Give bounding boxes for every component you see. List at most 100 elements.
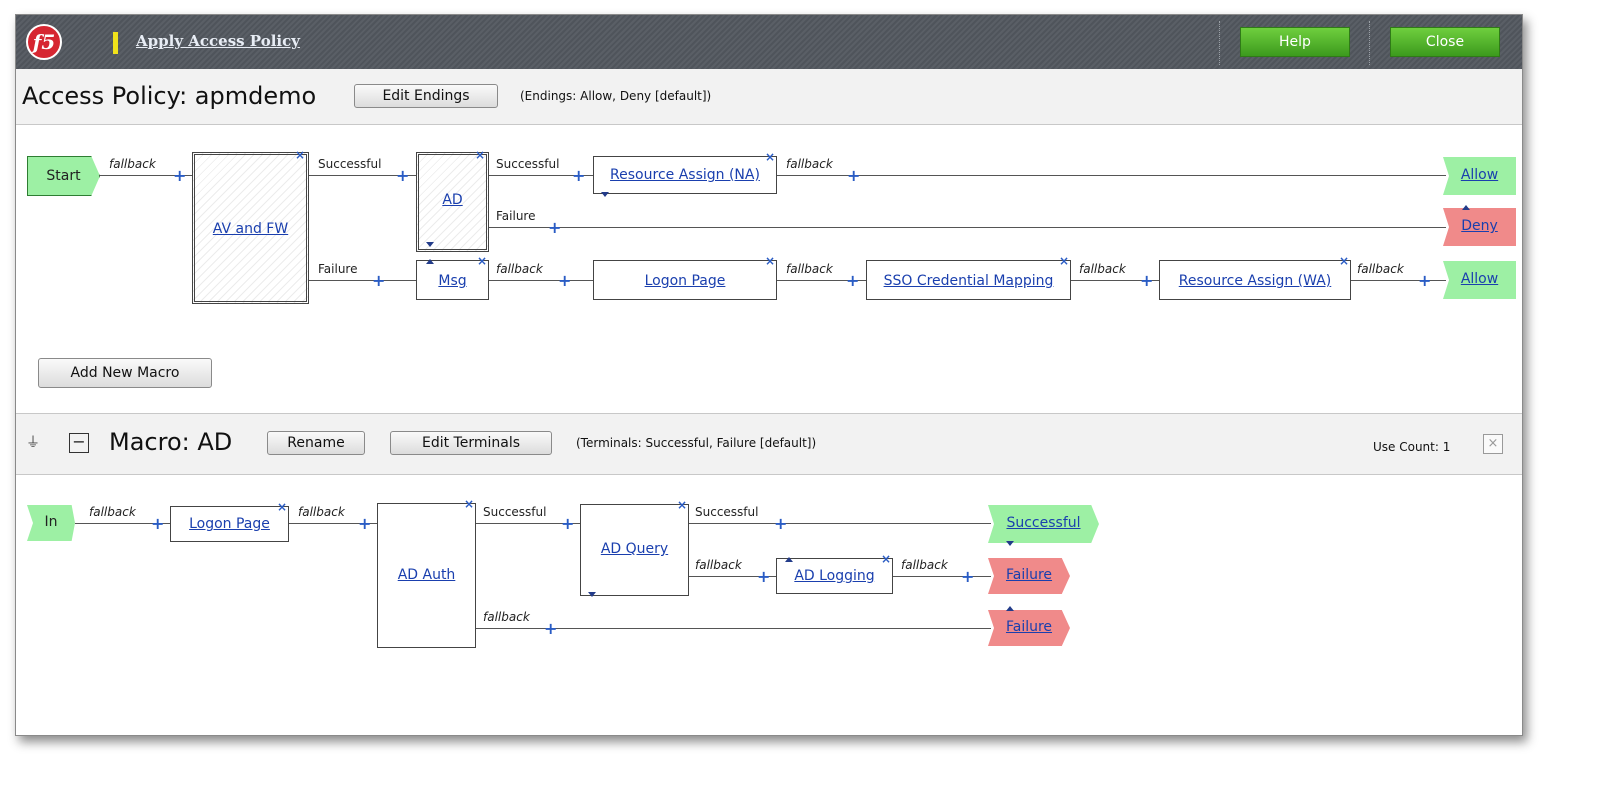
delete-macro-x-icon[interactable]: × xyxy=(1483,434,1503,454)
failure-terminal[interactable]: Failure xyxy=(988,558,1070,594)
connector xyxy=(309,175,416,176)
sso-credential-mapping-link[interactable]: SSO Credential Mapping xyxy=(883,273,1054,289)
divider xyxy=(1369,21,1370,65)
ad-query-item[interactable]: AD Query × xyxy=(580,499,689,597)
ad-logging-link[interactable]: AD Logging xyxy=(794,568,875,584)
connector xyxy=(893,576,991,577)
terminals-note: (Terminals: Successful, Failure [default… xyxy=(576,436,817,450)
resource-assign-wa-item[interactable]: Resource Assign (WA) × xyxy=(1159,255,1351,300)
add-item-plus-icon[interactable]: + xyxy=(757,567,771,586)
av-and-fw-link[interactable]: AV and FW xyxy=(212,221,289,237)
add-item-plus-icon[interactable]: + xyxy=(1418,271,1432,290)
allow-ending-link[interactable]: Allow xyxy=(1460,167,1499,183)
connector xyxy=(777,280,866,281)
collapse-triangle-icon[interactable] xyxy=(785,557,793,562)
macro-properties-icon[interactable]: ⏚ xyxy=(26,435,40,451)
ad-query-link[interactable]: AD Query xyxy=(600,541,669,557)
successful-terminal[interactable]: Successful xyxy=(988,505,1099,543)
msg-link[interactable]: Msg xyxy=(438,273,467,289)
add-new-macro-button[interactable]: Add New Macro xyxy=(38,358,212,388)
ad-macro-item[interactable]: AD × xyxy=(416,148,489,252)
connector xyxy=(689,523,991,524)
delete-x-icon[interactable]: × xyxy=(276,500,287,514)
title-bar: f5 Apply Access Policy Help Close xyxy=(16,15,1522,69)
resource-assign-na-link[interactable]: Resource Assign (NA) xyxy=(610,167,760,183)
macro-logon-page-item[interactable]: Logon Page × xyxy=(170,501,289,542)
add-item-plus-icon[interactable]: + xyxy=(558,271,572,290)
add-item-plus-icon[interactable]: + xyxy=(961,567,975,586)
add-item-plus-icon[interactable]: + xyxy=(548,218,562,237)
rename-button[interactable]: Rename xyxy=(267,431,365,455)
branch-label: Successful xyxy=(318,157,382,171)
policy-header: Access Policy: apmdemo Edit Endings (End… xyxy=(16,69,1522,125)
collapse-triangle-icon[interactable] xyxy=(426,259,434,264)
delete-x-icon[interactable]: × xyxy=(880,552,891,566)
add-item-plus-icon[interactable]: + xyxy=(846,271,860,290)
connector xyxy=(689,576,776,577)
resource-assign-wa-link[interactable]: Resource Assign (WA) xyxy=(1178,273,1332,289)
close-button[interactable]: Close xyxy=(1390,27,1500,57)
expand-triangle-icon[interactable] xyxy=(588,592,596,597)
branch-label: fallback xyxy=(298,505,345,519)
connector xyxy=(289,523,377,524)
allow-ending[interactable]: Allow xyxy=(1443,261,1516,299)
branch-label: fallback xyxy=(901,558,948,572)
add-item-plus-icon[interactable]: + xyxy=(372,271,386,290)
edit-terminals-button[interactable]: Edit Terminals xyxy=(390,431,552,455)
branch-label: fallback xyxy=(483,610,530,624)
add-item-plus-icon[interactable]: + xyxy=(151,514,165,533)
branch-label: fallback xyxy=(786,157,833,171)
edit-endings-button[interactable]: Edit Endings xyxy=(354,84,498,108)
deny-ending[interactable]: Deny xyxy=(1443,208,1516,246)
failure-terminal[interactable]: Failure xyxy=(988,610,1070,646)
add-item-plus-icon[interactable]: + xyxy=(774,514,788,533)
delete-x-icon[interactable]: × xyxy=(476,254,487,268)
ad-auth-link[interactable]: AD Auth xyxy=(397,567,456,583)
ad-macro-link[interactable]: AD xyxy=(442,192,463,208)
delete-x-icon[interactable]: × xyxy=(764,150,775,164)
add-item-plus-icon[interactable]: + xyxy=(561,514,575,533)
logon-page-item[interactable]: Logon Page × xyxy=(593,255,777,300)
ad-auth-item[interactable]: AD Auth × xyxy=(377,498,476,648)
branch-label: Successful xyxy=(483,505,547,519)
add-item-plus-icon[interactable]: + xyxy=(572,166,586,185)
delete-x-icon[interactable]: × xyxy=(676,498,687,512)
collapse-macro-icon[interactable]: − xyxy=(69,433,89,453)
expand-triangle-icon[interactable] xyxy=(426,242,434,247)
allow-ending[interactable]: Allow xyxy=(1443,157,1516,195)
delete-x-icon[interactable]: × xyxy=(474,148,485,162)
add-item-plus-icon[interactable]: + xyxy=(173,166,187,185)
delete-x-icon[interactable]: × xyxy=(764,254,775,268)
add-item-plus-icon[interactable]: + xyxy=(1140,271,1154,290)
macro-logon-page-link[interactable]: Logon Page xyxy=(189,516,270,532)
macro-title: Macro: AD xyxy=(109,428,233,456)
delete-x-icon[interactable]: × xyxy=(1338,254,1349,268)
failure-terminal-link[interactable]: Failure xyxy=(1005,619,1053,635)
failure-terminal-link[interactable]: Failure xyxy=(1005,567,1053,583)
branch-label: Successful xyxy=(695,505,759,519)
connector xyxy=(777,175,1446,176)
divider xyxy=(1219,21,1220,65)
add-item-plus-icon[interactable]: + xyxy=(847,166,861,185)
ad-logging-item[interactable]: AD Logging × xyxy=(776,553,893,594)
add-item-plus-icon[interactable]: + xyxy=(358,514,372,533)
msg-item[interactable]: Msg × xyxy=(416,255,489,300)
add-item-plus-icon[interactable]: + xyxy=(544,619,558,638)
help-button[interactable]: Help xyxy=(1240,27,1350,57)
expand-triangle-icon[interactable] xyxy=(601,192,609,197)
delete-x-icon[interactable]: × xyxy=(1058,254,1069,268)
add-item-plus-icon[interactable]: + xyxy=(396,166,410,185)
allow-ending-link[interactable]: Allow xyxy=(1460,271,1499,287)
apply-access-policy-link[interactable]: Apply Access Policy xyxy=(136,32,300,50)
delete-x-icon[interactable]: × xyxy=(463,497,474,511)
delete-x-icon[interactable]: × xyxy=(294,148,305,162)
logon-page-link[interactable]: Logon Page xyxy=(644,273,726,289)
av-and-fw-item[interactable]: AV and FW × xyxy=(192,148,309,304)
resource-assign-na-item[interactable]: Resource Assign (NA) × xyxy=(593,151,777,197)
terminal-triangle-icon xyxy=(1006,541,1014,546)
sso-credential-mapping-item[interactable]: SSO Credential Mapping × xyxy=(866,255,1071,300)
f5-logo-icon: f5 xyxy=(26,24,62,60)
deny-ending-link[interactable]: Deny xyxy=(1461,218,1498,234)
successful-terminal-link[interactable]: Successful xyxy=(1006,515,1081,531)
connector xyxy=(489,175,593,176)
